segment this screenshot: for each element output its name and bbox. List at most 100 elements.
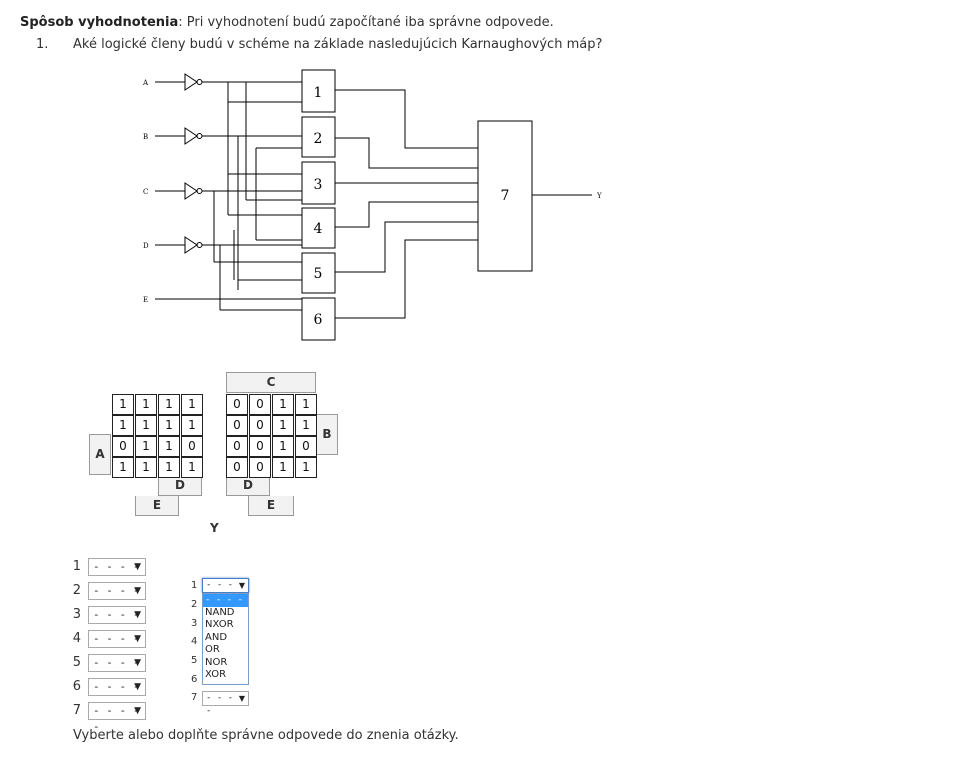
kmap-left-cell: 1 <box>112 394 134 415</box>
chevron-down-icon: ▼ <box>134 562 141 572</box>
gate-label-6: 6 <box>314 312 323 328</box>
dropdown-option[interactable]: NXOR <box>205 619 234 630</box>
kmap-left-cell: 1 <box>135 457 157 478</box>
preview-row-label: 5 <box>191 655 198 666</box>
preview-row-label: 1 <box>191 580 198 591</box>
kmap-left-cell: 1 <box>112 415 134 436</box>
kmap-left-cell: 1 <box>135 415 157 436</box>
kmap-left-cell: 1 <box>181 394 203 415</box>
preview-row-label: 4 <box>191 636 198 647</box>
kmap-right-cell: 1 <box>272 457 294 478</box>
kmap-label-e-right: E <box>248 496 294 516</box>
answer-select-1[interactable]: - - - - -▼ <box>88 558 146 589</box>
gate-label-4: 4 <box>314 221 323 237</box>
preview-row-label: 3 <box>191 618 198 629</box>
chevron-down-icon: ▼ <box>238 694 245 703</box>
preview-select-7[interactable]: - - - - -▼ <box>202 691 249 716</box>
kmap-right-cell: 1 <box>295 457 317 478</box>
kmap-right-cell: 1 <box>272 436 294 457</box>
kmap-right-cell: 0 <box>249 394 271 415</box>
gate-label-7: 7 <box>501 188 510 204</box>
preview-select-1[interactable]: - - - - -▼ <box>202 578 249 603</box>
kmap-right-cell: 0 <box>295 436 317 457</box>
kmap-right-cell: 0 <box>226 457 248 478</box>
kmap-label-d-right: D <box>226 476 270 496</box>
chevron-down-icon: ▼ <box>134 658 141 668</box>
question-text: Aké logické členy budú v schéme na zákla… <box>73 37 603 52</box>
preview-row-label: 7 <box>191 692 198 703</box>
kmap-left-cell: 0 <box>181 436 203 457</box>
evaluation-text: : Pri vyhodnotení budú započítané iba sp… <box>178 15 554 30</box>
kmap-left-cell: 1 <box>135 436 157 457</box>
input-label-e: E <box>143 296 148 304</box>
kmap-label-e-left: E <box>135 496 179 516</box>
chevron-down-icon: ▼ <box>134 586 141 596</box>
kmap-right-cell: 0 <box>249 415 271 436</box>
kmap-right-cell: 0 <box>226 436 248 457</box>
dropdown-option[interactable]: NOR <box>205 656 228 668</box>
evaluation-note: Spôsob vyhodnotenia: Pri vyhodnotení bud… <box>20 15 554 30</box>
evaluation-label: Spôsob vyhodnotenia <box>20 15 179 30</box>
select-value: - - - - - <box>206 693 244 716</box>
answer-row-label: 4 <box>72 631 81 646</box>
kmap-label-c: C <box>226 372 316 393</box>
question-number: 1. <box>36 37 49 52</box>
kmap-left-cell: 1 <box>158 436 180 457</box>
answer-select-6[interactable]: - - - - -▼ <box>88 678 146 709</box>
chevron-down-icon: ▼ <box>134 634 141 644</box>
kmap-right-cell: 0 <box>226 415 248 436</box>
gate-label-1: 1 <box>314 85 323 101</box>
gate-label-3: 3 <box>314 177 323 193</box>
kmap-right-cell: 0 <box>249 457 271 478</box>
kmap-right-cell: 0 <box>249 436 271 457</box>
kmap-left-cell: 1 <box>135 394 157 415</box>
kmap-output-label: Y <box>210 521 219 535</box>
answer-row-label: 1 <box>72 559 81 574</box>
kmap-left-cell: 1 <box>181 457 203 478</box>
kmap-left-cell: 1 <box>158 394 180 415</box>
input-label-b: B <box>143 133 148 141</box>
answer-select-5[interactable]: - - - - -▼ <box>88 654 146 685</box>
answer-row-label: 7 <box>72 703 81 718</box>
answer-row-label: 5 <box>72 655 81 670</box>
answer-select-2[interactable]: - - - - -▼ <box>88 582 146 613</box>
answer-select-4[interactable]: - - - - -▼ <box>88 630 146 661</box>
dropdown-option[interactable]: XOR <box>205 669 227 680</box>
answer-row-label: 3 <box>72 607 81 622</box>
kmap-label-d-left: D <box>158 476 202 496</box>
output-label-y: Y <box>596 192 602 200</box>
preview-row-label: 2 <box>191 599 198 610</box>
kmap-right-cell: 1 <box>272 394 294 415</box>
gate-label-5: 5 <box>314 266 323 282</box>
instruction-footer: Vyberte alebo doplňte správne odpovede d… <box>73 728 459 743</box>
kmap-left-cell: 1 <box>158 415 180 436</box>
kmap-right-cell: 0 <box>226 394 248 415</box>
answer-select-3[interactable]: - - - - -▼ <box>88 606 146 637</box>
chevron-down-icon: ▼ <box>238 581 245 590</box>
answer-select-7[interactable]: - - - - -▼ <box>88 702 146 733</box>
preview-row-label: 6 <box>191 674 198 685</box>
logic-schematic: A B C D E Y 1 2 3 4 5 6 7 <box>142 69 602 341</box>
dropdown-option[interactable]: AND <box>205 631 228 643</box>
input-label-d: D <box>143 242 149 250</box>
kmap-left-cell: 1 <box>158 457 180 478</box>
kmap-label-a: A <box>89 434 111 475</box>
kmap-left-cell: 1 <box>181 415 203 436</box>
kmap-right-cell: 1 <box>295 415 317 436</box>
chevron-down-icon: ▼ <box>134 682 141 692</box>
input-label-c: C <box>143 188 148 196</box>
chevron-down-icon: ▼ <box>134 706 141 716</box>
kmap-left-cell: 0 <box>112 436 134 457</box>
dropdown-option[interactable]: - - - - - <box>203 594 248 617</box>
kmap-left-cell: 1 <box>112 457 134 478</box>
answer-row-label: 6 <box>72 679 81 694</box>
kmap-right-cell: 1 <box>272 415 294 436</box>
input-label-a: A <box>142 79 149 87</box>
chevron-down-icon: ▼ <box>134 610 141 620</box>
kmap-label-b: B <box>316 414 338 455</box>
kmap-right-cell: 1 <box>295 394 317 415</box>
gate-label-2: 2 <box>314 131 323 147</box>
dropdown-option[interactable]: NAND <box>205 606 235 618</box>
dropdown-option[interactable]: OR <box>205 644 220 655</box>
